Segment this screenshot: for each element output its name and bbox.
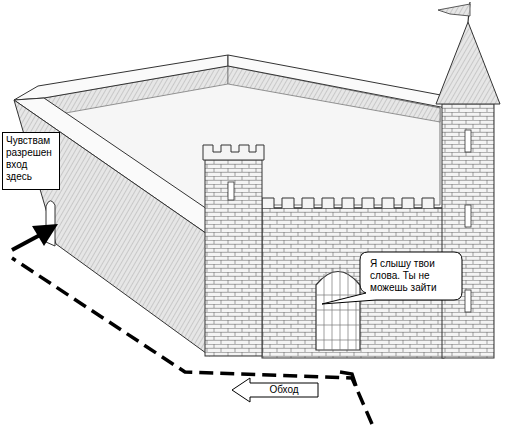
block-arrow: Обход	[232, 378, 318, 402]
entry-arrow-head	[32, 224, 58, 246]
note-box: Чувствам разрешен вход здесь	[2, 132, 60, 190]
window-slit	[228, 182, 234, 200]
entry-arrow-shaft	[12, 235, 40, 250]
window-slit	[465, 290, 471, 312]
arrow-path	[232, 378, 318, 402]
window-slit	[465, 205, 471, 227]
node-text: Обход	[250, 384, 318, 396]
right-wall-top	[228, 55, 446, 108]
path-bend-mark	[340, 372, 356, 386]
gate	[316, 272, 360, 351]
window-slit	[465, 130, 471, 152]
detour-path	[12, 258, 372, 424]
portcullis	[316, 267, 360, 350]
flag	[438, 4, 470, 16]
tower-roof	[436, 22, 500, 104]
node-text: Чувствам разрешен вход здесь	[6, 135, 56, 183]
speech-bubble: Я слышу твои слова. Ты не можешь зайти	[360, 252, 462, 300]
tower-battlements	[203, 145, 264, 160]
bubble-path	[322, 252, 462, 304]
battlements	[262, 198, 444, 208]
back-wall-top	[14, 55, 228, 100]
node-text: Я слышу твои слова. Ты не можешь зайти	[370, 258, 452, 294]
tall-tower	[442, 100, 494, 358]
small-tower	[205, 158, 262, 356]
